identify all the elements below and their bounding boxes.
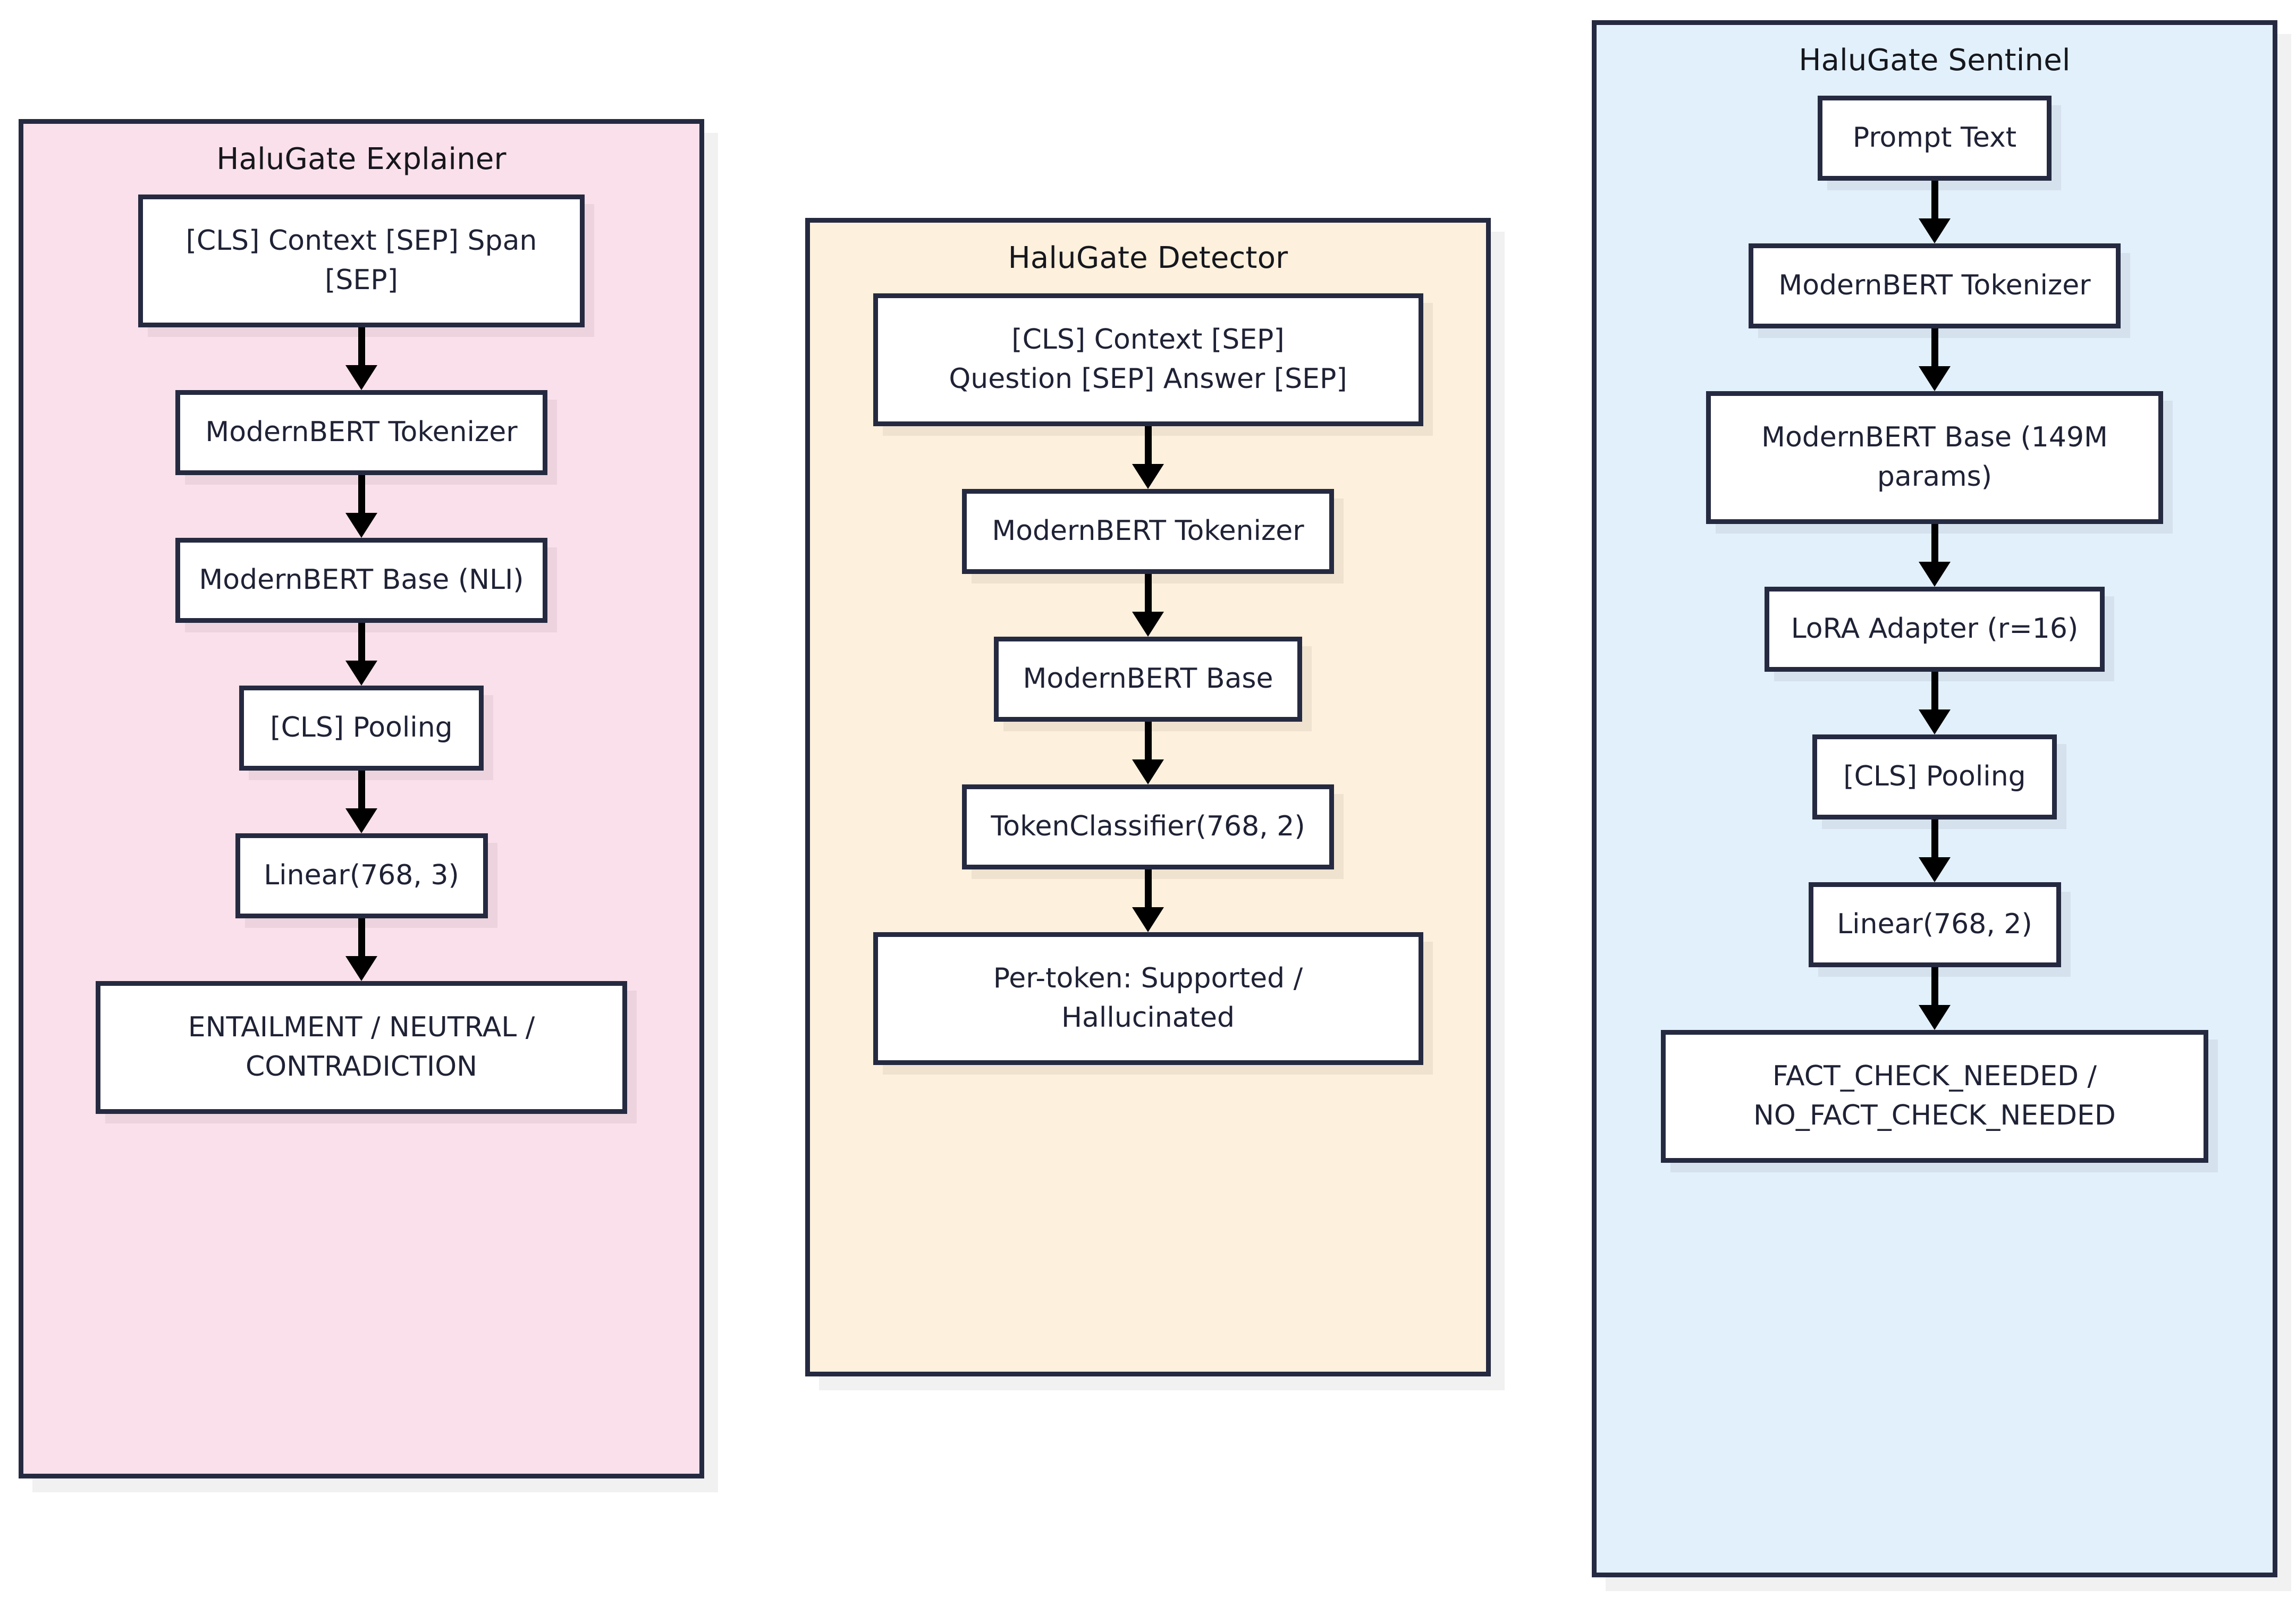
arrow-exp-base-to-pool: [345, 623, 377, 686]
arrow-head-icon: [345, 661, 377, 686]
arrow-head-icon: [1919, 857, 1951, 882]
arrow-shaft: [1931, 181, 1938, 219]
arrow-exp-pool-to-linear: [345, 771, 377, 833]
node-sen-linear[interactable]: Linear(768, 2): [1808, 882, 2061, 967]
arrow-det-input-to-tok: [1132, 426, 1164, 489]
arrow-shaft: [358, 918, 365, 957]
arrow-shaft: [1931, 328, 1938, 367]
arrow-shaft: [358, 771, 365, 809]
node-sen-output-labels[interactable]: FACT_CHECK_NEEDED / NO_FACT_CHECK_NEEDED: [1661, 1030, 2208, 1163]
arrow-head-icon: [345, 513, 377, 538]
arrow-head-icon: [345, 956, 377, 981]
arrow-det-base-to-classifier: [1132, 722, 1164, 784]
node-exp-cls-pooling[interactable]: [CLS] Pooling: [239, 686, 484, 771]
arrow-sen-base-to-lora: [1919, 524, 1951, 587]
arrow-head-icon: [1132, 907, 1164, 932]
arrow-head-icon: [345, 365, 377, 390]
arrow-head-icon: [345, 808, 377, 833]
arrow-shaft: [1931, 967, 1938, 1005]
node-sen-lora-adapter[interactable]: LoRA Adapter (r=16): [1765, 587, 2105, 672]
node-label: FACT_CHECK_NEEDED / NO_FACT_CHECK_NEEDED: [1753, 1060, 2116, 1131]
node-det-base[interactable]: ModernBERT Base: [994, 637, 1302, 722]
flow-sentinel: Prompt Text ModernBERT Tokenizer ModernB…: [1597, 96, 2273, 1163]
node-exp-input[interactable]: [CLS] Context [SEP] Span [SEP]: [138, 195, 585, 327]
node-sen-cls-pooling[interactable]: [CLS] Pooling: [1812, 734, 2057, 819]
node-det-output-labels[interactable]: Per-token: Supported / Hallucinated: [873, 932, 1423, 1065]
node-label: TokenClassifier(768, 2): [991, 810, 1305, 843]
arrow-exp-tok-to-base: [345, 475, 377, 538]
arrow-exp-input-to-tok: [345, 327, 377, 390]
node-label: ModernBERT Base (149M params): [1761, 421, 2108, 493]
node-label: ModernBERT Tokenizer: [992, 515, 1304, 547]
arrow-head-icon: [1132, 612, 1164, 637]
subgraph-title-sentinel: HaluGate Sentinel: [1799, 43, 2071, 78]
node-label: ModernBERT Base: [1023, 663, 1273, 695]
node-sen-tokenizer[interactable]: ModernBERT Tokenizer: [1749, 243, 2121, 328]
arrow-shaft: [1144, 869, 1152, 908]
flow-explainer: [CLS] Context [SEP] Span [SEP] ModernBER…: [23, 195, 699, 1114]
arrow-exp-linear-to-out: [345, 918, 377, 981]
node-label: LoRA Adapter (r=16): [1791, 613, 2079, 645]
arrow-shaft: [1931, 524, 1938, 562]
arrow-shaft: [1144, 426, 1152, 464]
subgraph-title-explainer: HaluGate Explainer: [216, 142, 507, 176]
node-label: ENTAILMENT / NEUTRAL / CONTRADICTION: [188, 1011, 535, 1083]
arrow-shaft: [1144, 574, 1152, 612]
node-det-token-classifier[interactable]: TokenClassifier(768, 2): [962, 784, 1334, 869]
node-sen-base[interactable]: ModernBERT Base (149M params): [1706, 391, 2163, 524]
subgraph-halugate-explainer: HaluGate Explainer [CLS] Context [SEP] S…: [19, 119, 704, 1478]
arrow-det-tok-to-base: [1132, 574, 1164, 637]
node-exp-linear[interactable]: Linear(768, 3): [235, 833, 488, 918]
node-label: [CLS] Pooling: [1843, 761, 2026, 793]
arrow-det-classifier-to-out: [1132, 869, 1164, 932]
arrow-shaft: [1931, 819, 1938, 858]
node-label: [CLS] Context [SEP] Question [SEP] Answe…: [949, 324, 1347, 395]
node-label: Prompt Text: [1852, 122, 2017, 154]
node-label: ModernBERT Base (NLI): [199, 564, 524, 596]
subgraph-halugate-detector: HaluGate Detector [CLS] Context [SEP] Qu…: [805, 218, 1491, 1376]
node-label: ModernBERT Tokenizer: [205, 416, 518, 449]
arrow-shaft: [358, 623, 365, 661]
flow-detector: [CLS] Context [SEP] Question [SEP] Answe…: [810, 293, 1486, 1065]
node-label: Linear(768, 2): [1837, 908, 2032, 941]
node-exp-output-labels[interactable]: ENTAILMENT / NEUTRAL / CONTRADICTION: [96, 981, 627, 1114]
arrow-head-icon: [1919, 218, 1951, 243]
arrow-sen-pool-to-linear: [1919, 819, 1951, 882]
node-label: [CLS] Pooling: [270, 712, 453, 744]
arrow-sen-prompt-to-tok: [1919, 181, 1951, 243]
arrow-sen-linear-to-out: [1919, 967, 1951, 1030]
arrow-shaft: [358, 327, 365, 366]
subgraph-halugate-sentinel: HaluGate Sentinel Prompt Text ModernBERT…: [1592, 20, 2277, 1577]
arrow-sen-tok-to-base: [1919, 328, 1951, 391]
arrow-head-icon: [1132, 464, 1164, 489]
node-exp-tokenizer[interactable]: ModernBERT Tokenizer: [175, 390, 547, 475]
node-det-tokenizer[interactable]: ModernBERT Tokenizer: [962, 489, 1334, 574]
arrow-shaft: [1144, 722, 1152, 760]
node-label: [CLS] Context [SEP] Span [SEP]: [185, 225, 537, 296]
node-sen-prompt-text[interactable]: Prompt Text: [1818, 96, 2052, 181]
node-label: ModernBERT Tokenizer: [1778, 269, 2091, 302]
arrow-shaft: [1931, 672, 1938, 710]
node-label: Linear(768, 3): [264, 859, 459, 892]
node-det-input[interactable]: [CLS] Context [SEP] Question [SEP] Answe…: [873, 293, 1423, 426]
arrow-sen-lora-to-pool: [1919, 672, 1951, 734]
arrow-head-icon: [1919, 562, 1951, 587]
node-exp-base-nli[interactable]: ModernBERT Base (NLI): [175, 538, 547, 623]
arrow-head-icon: [1919, 709, 1951, 734]
arrow-head-icon: [1919, 366, 1951, 391]
node-label: Per-token: Supported / Hallucinated: [993, 962, 1303, 1034]
arrow-head-icon: [1132, 759, 1164, 784]
arrow-head-icon: [1919, 1005, 1951, 1030]
arrow-shaft: [358, 475, 365, 513]
subgraph-title-detector: HaluGate Detector: [1008, 241, 1288, 275]
